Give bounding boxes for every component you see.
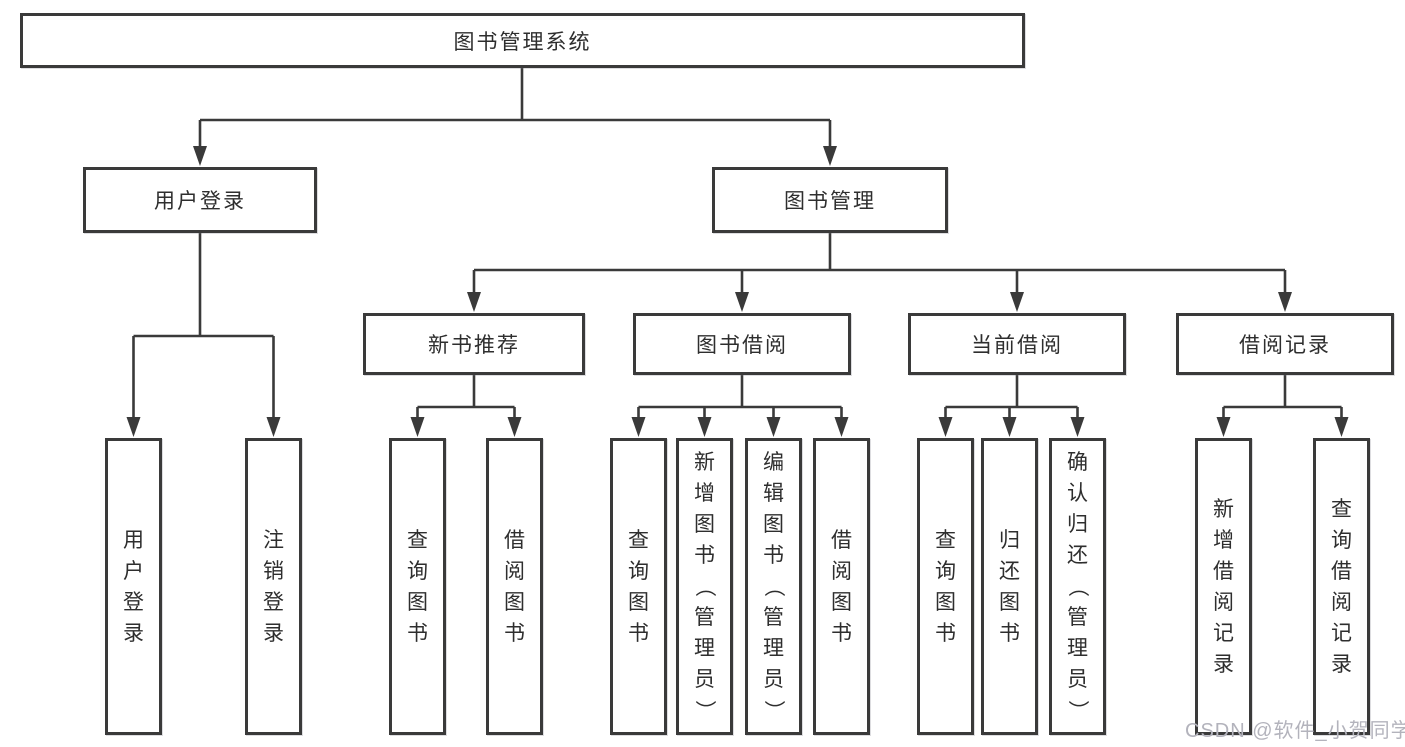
leaf-logout-label: 注销登录: [263, 528, 284, 645]
leaf-user-login: 用户登录: [105, 438, 162, 735]
node-borrow-records-label: 借阅记录: [1239, 334, 1331, 357]
node-book-mgmt-label: 图书管理: [784, 190, 876, 213]
leaf-borrow-books-newbooks: 借阅图书: [486, 438, 543, 735]
leaf-logout: 注销登录: [245, 438, 302, 735]
leaf-add-borrow-record: 新增借阅记录: [1195, 438, 1252, 735]
leaf-query-books-borrow-label: 查询图书: [628, 528, 649, 645]
leaf-query-borrow-record: 查询借阅记录: [1313, 438, 1370, 735]
connector-new-books-to-leaves: [410, 375, 522, 437]
leaf-add-books-admin-label: 新增图书（管理员）: [693, 451, 716, 721]
node-book-mgmt: 图书管理: [712, 167, 948, 233]
leaf-add-books-admin: 新增图书（管理员）: [676, 438, 733, 735]
node-user-login: 用户登录: [83, 167, 317, 233]
leaf-query-books-newbooks: 查询图书: [389, 438, 446, 735]
node-root: 图书管理系统: [20, 13, 1025, 68]
leaf-borrow-books-borrow: 借阅图书: [813, 438, 870, 735]
leaf-edit-books-admin: 编辑图书（管理员）: [745, 438, 802, 735]
leaf-query-borrow-record-label: 查询借阅记录: [1331, 497, 1352, 676]
node-user-login-label: 用户登录: [154, 190, 246, 213]
leaf-query-books-current-label: 查询图书: [935, 528, 956, 645]
leaf-query-books-borrow: 查询图书: [610, 438, 667, 735]
connector-user-login-to-leaves: [126, 233, 281, 437]
node-new-books: 新书推荐: [363, 313, 585, 375]
leaf-confirm-return-admin-label: 确认归还（管理员）: [1066, 451, 1089, 721]
node-book-borrow-label: 图书借阅: [696, 334, 788, 357]
connector-current-borrow-to-leaves: [938, 375, 1085, 437]
leaf-add-borrow-record-label: 新增借阅记录: [1213, 497, 1234, 676]
connector-root-to-level2: [193, 68, 837, 166]
connector-book-borrow-to-leaves: [631, 375, 849, 437]
leaf-borrow-books-newbooks-label: 借阅图书: [504, 528, 525, 645]
node-root-label: 图书管理系统: [453, 30, 592, 54]
connector-book-mgmt-to-level3: [467, 233, 1292, 312]
leaf-return-books: 归还图书: [981, 438, 1038, 735]
node-current-borrow-label: 当前借阅: [971, 334, 1063, 357]
node-borrow-records: 借阅记录: [1176, 313, 1394, 375]
leaf-borrow-books-borrow-label: 借阅图书: [831, 528, 852, 645]
leaf-edit-books-admin-label: 编辑图书（管理员）: [762, 451, 785, 721]
leaf-confirm-return-admin: 确认归还（管理员）: [1049, 438, 1106, 735]
leaf-query-books-current: 查询图书: [917, 438, 974, 735]
connector-borrow-records-to-leaves: [1216, 375, 1349, 437]
node-new-books-label: 新书推荐: [428, 334, 520, 357]
leaf-user-login-label: 用户登录: [123, 528, 144, 645]
node-current-borrow: 当前借阅: [908, 313, 1126, 375]
node-book-borrow: 图书借阅: [633, 313, 851, 375]
leaf-query-books-newbooks-label: 查询图书: [407, 528, 428, 645]
csdn-watermark: CSDN @软件_小贺同学: [1185, 720, 1405, 742]
leaf-return-books-label: 归还图书: [999, 528, 1020, 645]
